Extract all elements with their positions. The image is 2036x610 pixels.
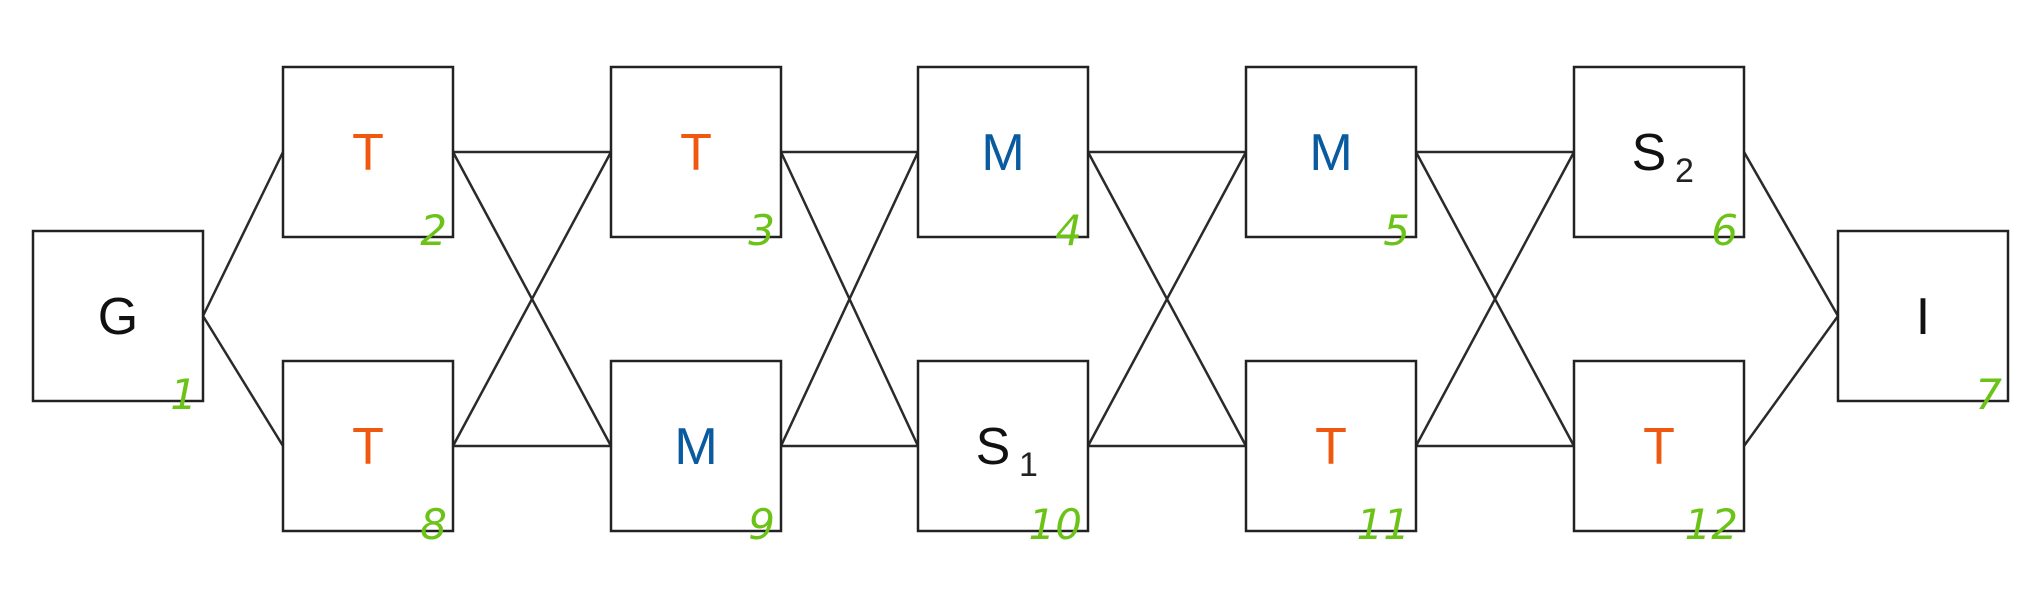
node-label: T [1643,418,1675,476]
node-3: T3 [609,65,783,255]
node-label: M [674,418,717,476]
node-number: 7 [1975,370,2002,419]
node-4: M4 [916,65,1090,255]
edge-11-6 [1414,151,1576,447]
edge-12-7 [1742,315,1840,447]
node-label: G [98,288,138,346]
node-box [1572,65,1746,239]
node-label-subscript: 1 [1019,446,1038,484]
node-number: 12 [1685,500,1738,549]
node-7: I7 [1836,229,2010,419]
node-number: 2 [420,206,447,255]
node-label: M [1309,124,1352,182]
node-number: 4 [1055,206,1082,255]
edges-layer [201,150,1840,448]
node-box [281,65,455,239]
node-box [281,359,455,533]
node-number: 8 [420,500,447,549]
edge-10-5 [1086,151,1248,447]
edge-8-3 [451,151,613,447]
node-number: 3 [748,206,775,255]
node-box [916,65,1090,239]
node-label: M [981,124,1024,182]
node-box [1244,65,1418,239]
node-1: G1 [31,229,205,419]
node-box [609,65,783,239]
node-11: T11 [1244,359,1418,549]
node-number: 6 [1711,206,1738,255]
node-box [1572,359,1746,533]
node-label: I [1916,288,1930,346]
node-12: T12 [1572,359,1746,549]
edge-1-2 [201,151,285,317]
node-box [1244,359,1418,533]
node-number: 1 [170,370,197,419]
node-label: T [352,418,384,476]
node-8: T8 [281,359,455,549]
node-number: 9 [748,500,775,549]
edge-1-8 [201,315,285,447]
node-label: S [1632,124,1667,182]
node-number: 11 [1357,500,1410,549]
node-label-subscript: 2 [1675,152,1694,190]
node-label: T [680,124,712,182]
node-box [916,359,1090,533]
node-label: S [976,418,1011,476]
node-box [609,359,783,533]
node-9: M9 [609,359,783,549]
node-label: T [352,124,384,182]
node-5: M5 [1244,65,1418,255]
node-2: T2 [281,65,455,255]
node-box [31,229,205,403]
edge-9-4 [779,151,920,447]
node-box [1836,229,2010,403]
edge-6-7 [1742,151,1840,317]
node-label: T [1315,418,1347,476]
node-number: 5 [1383,206,1410,255]
node-number: 10 [1029,500,1082,549]
